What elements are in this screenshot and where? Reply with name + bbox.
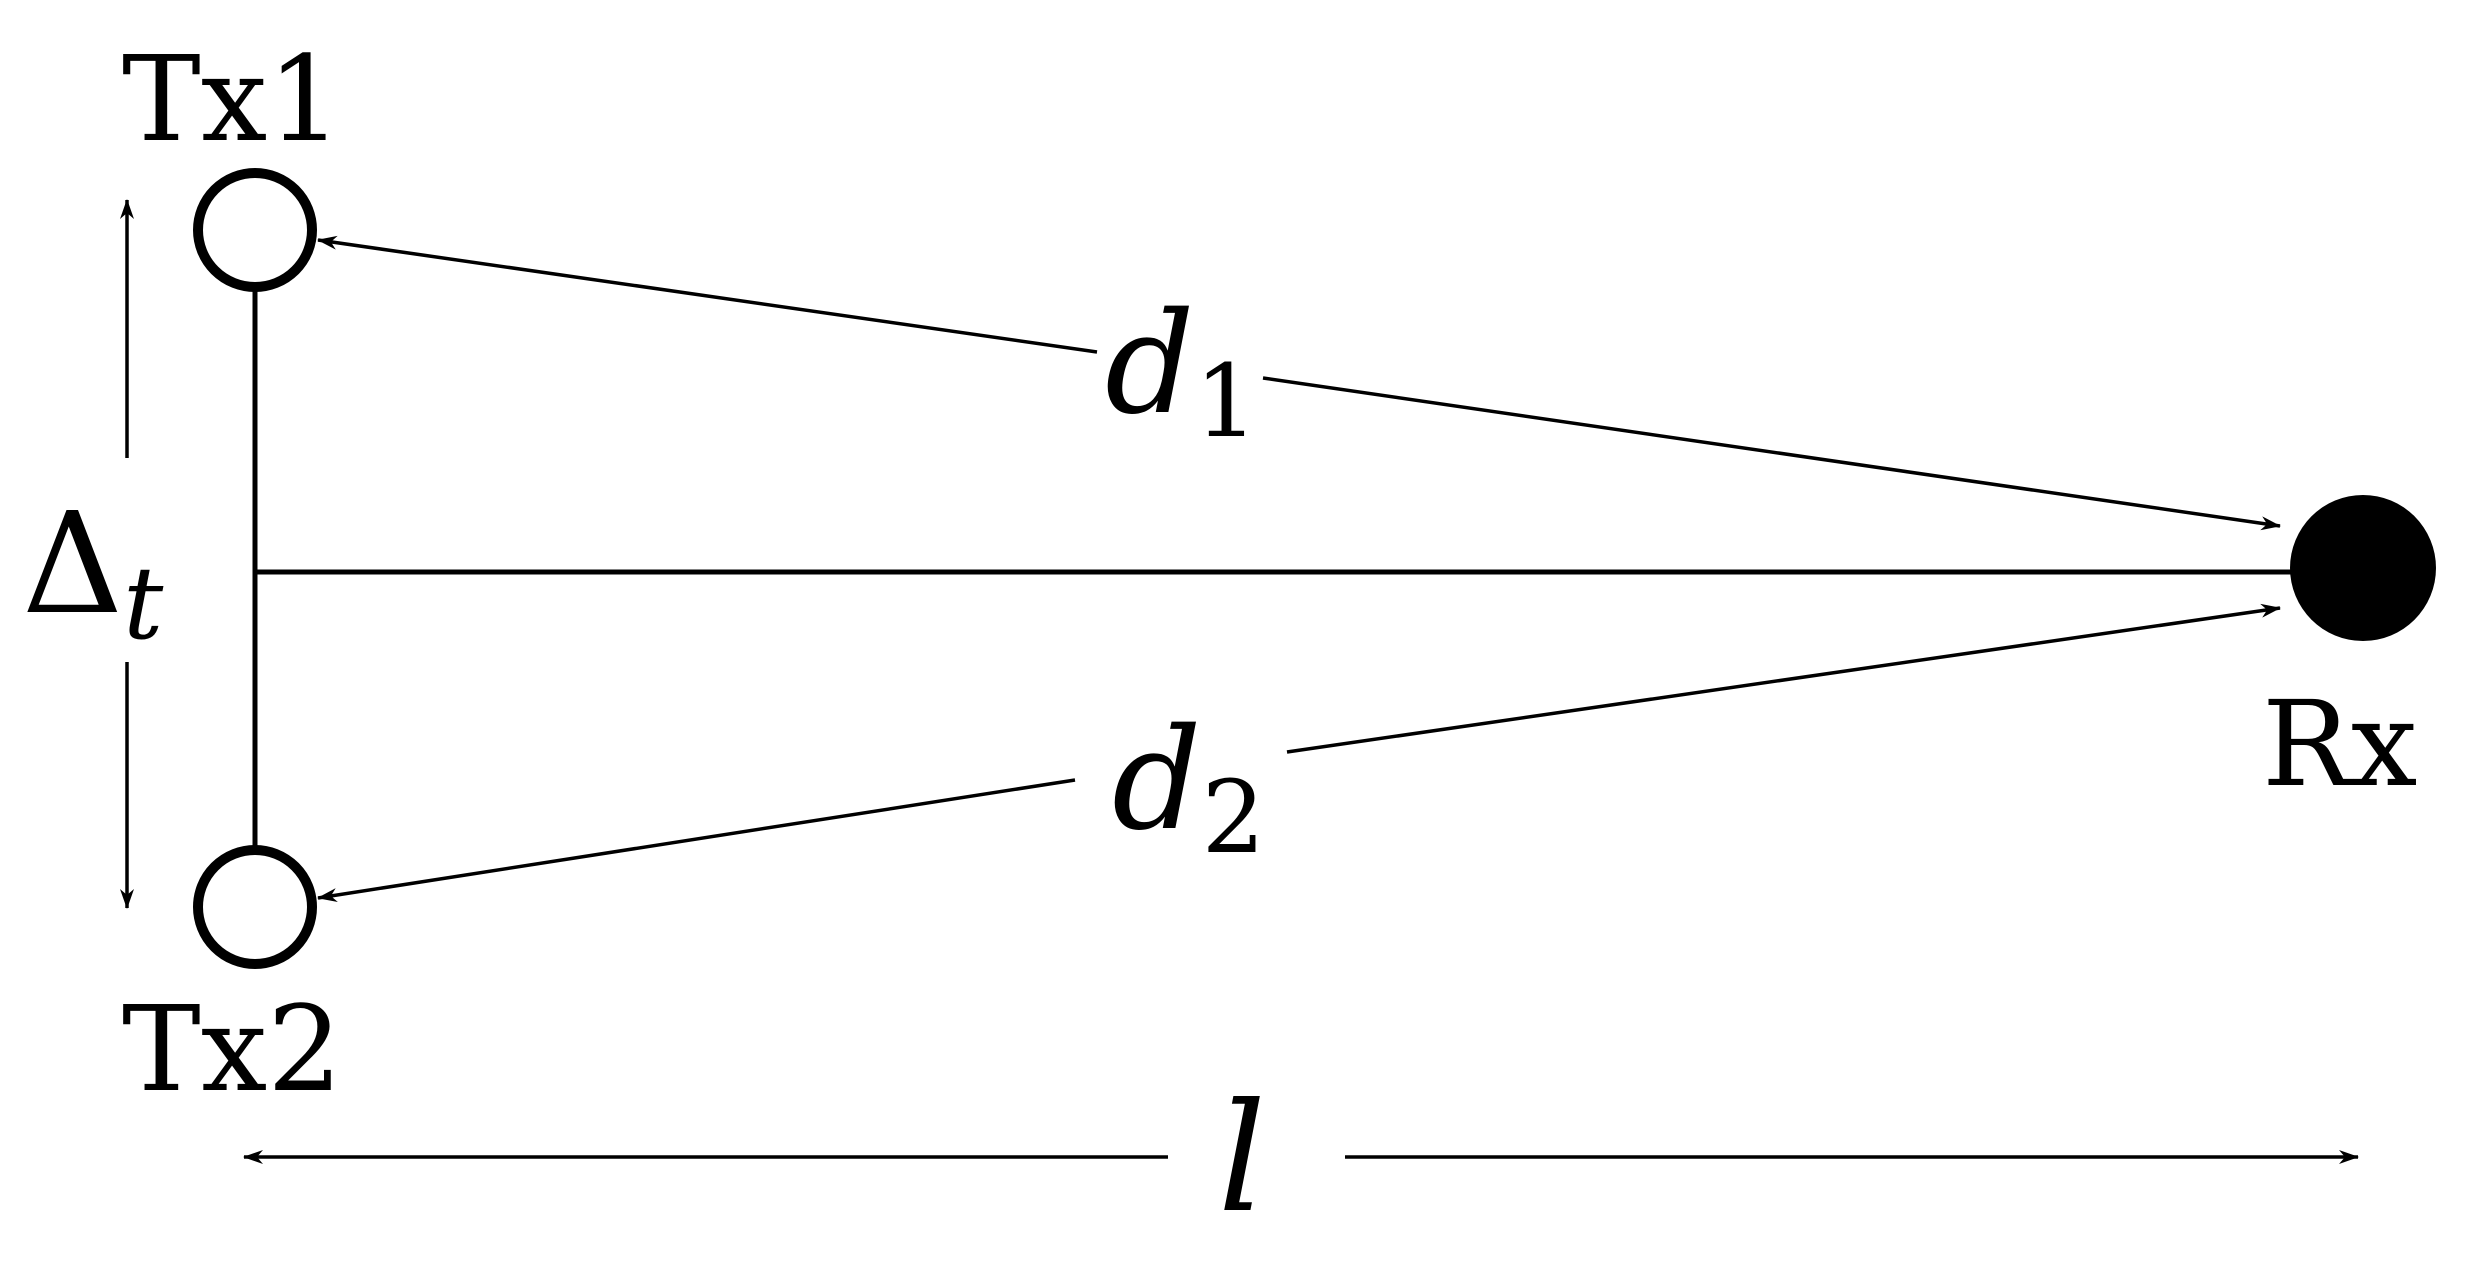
rx-node: [2290, 495, 2436, 641]
d1-arrow-right: [1262, 376, 2281, 531]
l-label: l: [1218, 1072, 1266, 1246]
d2-symbol: d: [1112, 699, 1202, 862]
delta-symbol: Δ: [22, 483, 123, 646]
tx2-node: [193, 845, 317, 969]
delta-subscript: t: [123, 545, 164, 662]
d1-subscript: 1: [1195, 343, 1259, 460]
rx-label: Rx: [2262, 675, 2417, 813]
tx2-label: Tx2: [122, 980, 342, 1118]
tx1-label: Tx1: [122, 30, 342, 168]
d2-arrow-left: [317, 778, 1076, 902]
d1-symbol: d: [1105, 283, 1195, 446]
d2-arrow-right: [1286, 603, 2281, 754]
d2-subscript: 2: [1202, 759, 1266, 876]
delta-t-label: Δt: [22, 483, 164, 662]
d1-label: d1: [1105, 283, 1258, 460]
tx1-node: [193, 168, 317, 292]
d1-arrow-left: [317, 235, 1098, 354]
d2-label: d2: [1112, 699, 1265, 876]
